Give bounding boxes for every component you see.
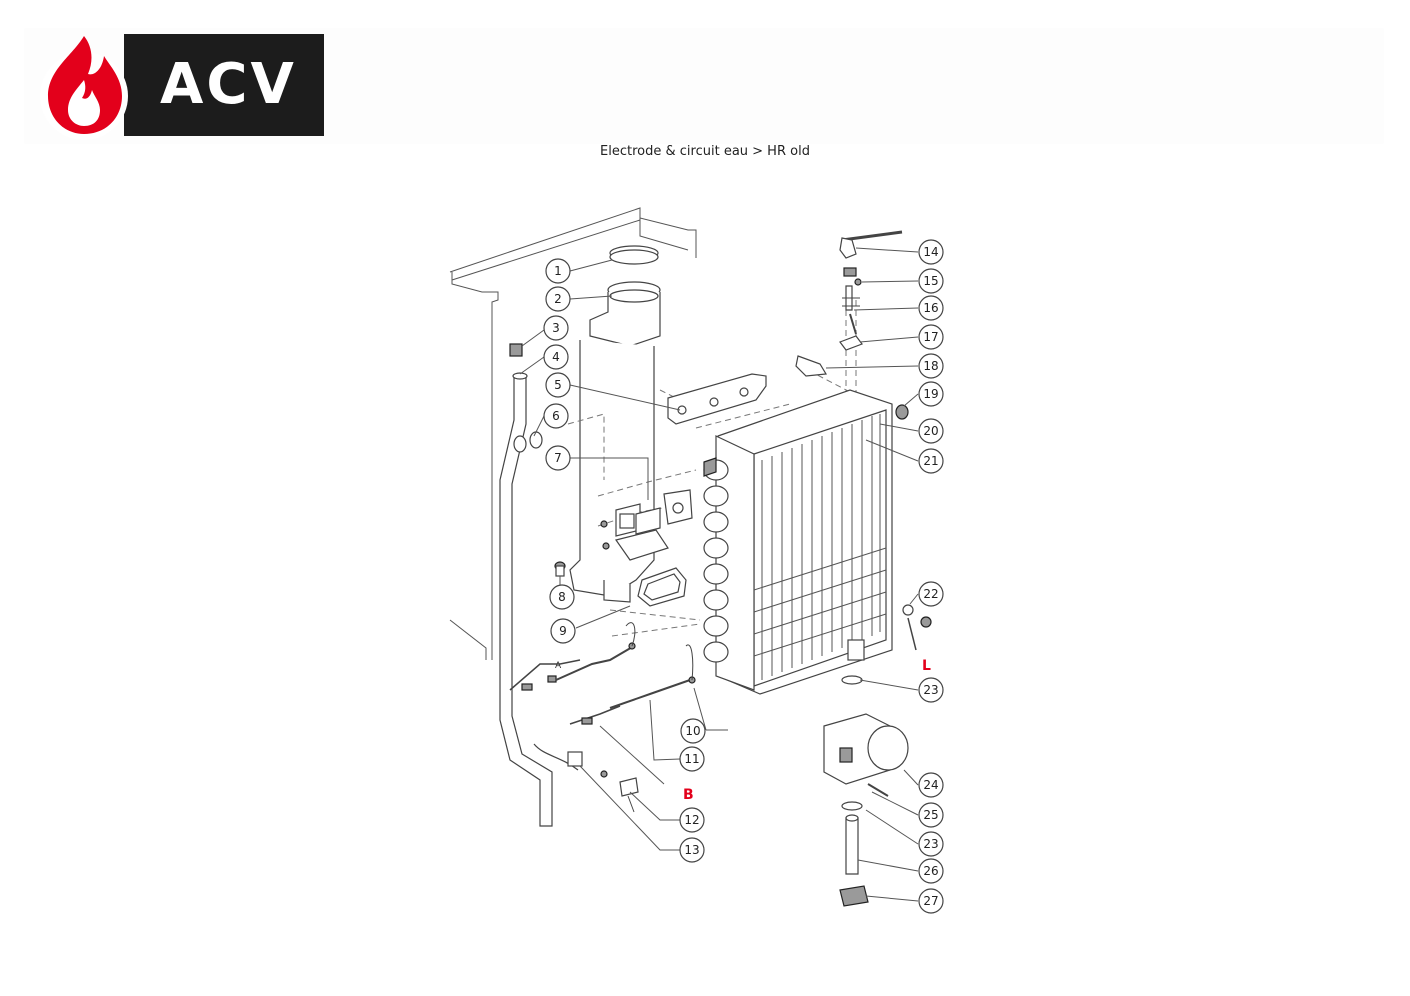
svg-text:19: 19 [923,387,938,401]
svg-text:24: 24 [923,778,938,792]
acv-logo: ACV [32,30,328,140]
logo-box [124,34,324,136]
callout-10: 10 [680,718,706,744]
callout-16: 16 [918,295,944,321]
svg-text:8: 8 [558,590,566,604]
svg-text:23: 23 [923,837,938,851]
callout-21: 21 [918,448,944,474]
label-L: L [922,658,931,674]
svg-text:15: 15 [923,274,938,288]
callout-18: 18 [918,353,944,379]
callout-12: 12 [679,807,705,833]
svg-text:14: 14 [923,245,938,259]
callout-1: 1 [545,258,571,284]
svg-text:1: 1 [554,264,562,278]
callout-8: 8 [549,584,575,610]
logo-wordmark: ACV [160,52,297,117]
callout-17: 17 [918,324,944,350]
callout-3: 3 [543,315,569,341]
callout-23-lower: 23 [918,831,944,857]
callout-11: 11 [679,746,705,772]
svg-text:2: 2 [554,292,562,306]
callout-22: 22 [918,581,944,607]
svg-text:27: 27 [923,894,938,908]
leader-lines [519,247,919,902]
label-A: A [555,661,562,671]
callout-24: 24 [918,772,944,798]
callout-13: 13 [679,837,705,863]
callout-5: 5 [545,372,571,398]
svg-text:12: 12 [684,813,699,827]
callout-14: 14 [918,239,944,265]
svg-text:26: 26 [923,864,938,878]
pump-assembly [823,675,909,907]
svg-text:6: 6 [552,409,560,423]
screw-part-8 [554,561,566,577]
callout-7: 7 [545,445,571,471]
callout-25: 25 [918,802,944,828]
svg-text:9: 9 [559,624,567,638]
svg-text:21: 21 [923,454,938,468]
fin-lines [753,414,887,680]
sensor-parts-7 [600,489,693,561]
callout-19: 19 [918,381,944,407]
casing-outline [449,207,697,660]
svg-text:18: 18 [923,359,938,373]
svg-text:23: 23 [923,683,938,697]
page-title: Electrode & circuit eau > HR old [600,144,810,159]
svg-text:10: 10 [685,724,700,738]
callout-20: 20 [918,418,944,444]
callout-15: 15 [918,268,944,294]
svg-text:13: 13 [684,843,699,857]
callout-6: 6 [543,403,569,429]
svg-text:25: 25 [923,808,938,822]
svg-text:20: 20 [923,424,938,438]
callout-4: 4 [543,344,569,370]
svg-text:17: 17 [923,330,938,344]
svg-text:11: 11 [684,752,699,766]
label-B: B [683,787,694,803]
callout-2: 2 [545,286,571,312]
heat-exchanger [703,389,893,695]
svg-text:3: 3 [552,321,560,335]
svg-text:16: 16 [923,301,938,315]
svg-text:5: 5 [554,378,562,392]
electrode-parts [795,230,909,420]
callout-23-upper: 23 [918,677,944,703]
callout-26: 26 [918,858,944,884]
wiring [509,604,932,813]
flame-icon [40,36,128,140]
svg-text:7: 7 [554,451,562,465]
callout-9: 9 [550,618,576,644]
gasket-part-9 [637,567,687,607]
bracket-part-5 [667,373,767,425]
svg-text:4: 4 [552,350,560,364]
svg-text:22: 22 [923,587,938,601]
callout-27: 27 [918,888,944,914]
